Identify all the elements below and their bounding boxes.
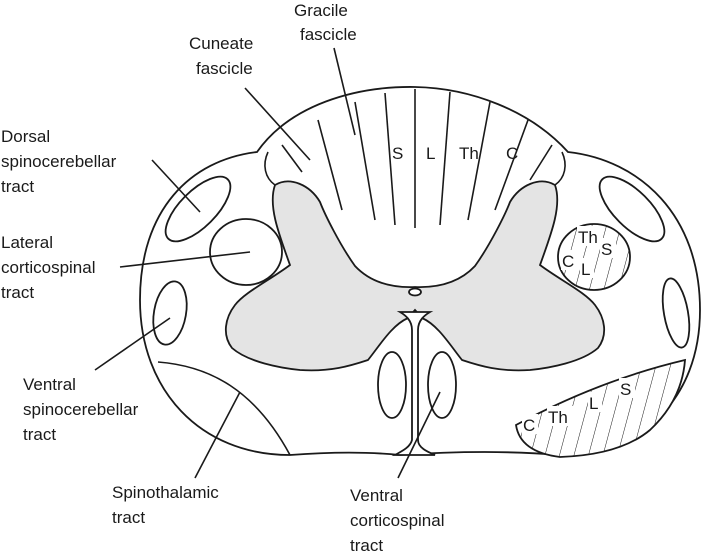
left-spinothalamic-boundary <box>157 361 291 456</box>
left-dorsal-horn-edge <box>264 151 276 186</box>
label-cuneate: Cuneate fascicle <box>189 34 258 78</box>
dc-line-2 <box>317 119 343 211</box>
st-seg-c: C <box>523 416 535 435</box>
dc-line-3 <box>354 101 376 221</box>
dc-seg-l: L <box>426 144 435 163</box>
lc-seg-l: L <box>581 260 590 279</box>
dc-seg-s: S <box>392 144 403 163</box>
dc-line-1 <box>281 144 303 173</box>
dc-line-4 <box>384 92 396 226</box>
right-dorsal-spinocerebellar <box>598 175 666 243</box>
dc-seg-th: Th <box>459 144 479 163</box>
label-gracile: Gracile fascicle <box>294 1 357 44</box>
st-seg-s: S <box>620 380 631 399</box>
gracile-leader <box>333 47 356 136</box>
label-lateral-corticospinal: Lateral corticospinal tract <box>1 233 100 302</box>
label-dorsal-spinocerebellar: Dorsal spinocerebellar tract <box>1 127 121 196</box>
left-ventral-spinocerebellar <box>152 280 188 346</box>
ventral-sc-leader <box>94 317 171 371</box>
dc-seg-c: C <box>506 144 518 163</box>
right-dorsal-horn-edge <box>554 151 566 186</box>
st-seg-l: L <box>589 394 598 413</box>
right-ventral-spinocerebellar <box>661 277 691 349</box>
label-spinothalamic: Spinothalamic tract <box>112 483 224 527</box>
lateral-cs-leader <box>119 251 251 268</box>
dorsal-sc-leader <box>151 159 201 213</box>
dc-line-6 <box>439 91 451 226</box>
lc-seg-th: Th <box>578 228 598 247</box>
label-ventral-spinocerebellar: Ventral spinocerebellar tract <box>23 375 143 444</box>
left-ventral-oval <box>377 351 407 419</box>
ventral-median-fissure <box>391 311 436 456</box>
central-canal <box>408 287 422 297</box>
cuneate-leader <box>244 87 311 161</box>
spinothalamic-leader <box>194 391 241 479</box>
dc-line-7 <box>467 101 491 221</box>
lc-seg-c: C <box>562 252 574 271</box>
ventral-cs-leader <box>397 391 441 479</box>
lc-seg-s: S <box>601 240 612 259</box>
dc-line-9 <box>529 144 553 181</box>
gray-matter <box>225 180 605 372</box>
dc-line-8 <box>494 119 529 211</box>
label-ventral-corticospinal: Ventral corticospinal tract <box>350 486 449 555</box>
st-seg-th: Th <box>548 408 568 427</box>
